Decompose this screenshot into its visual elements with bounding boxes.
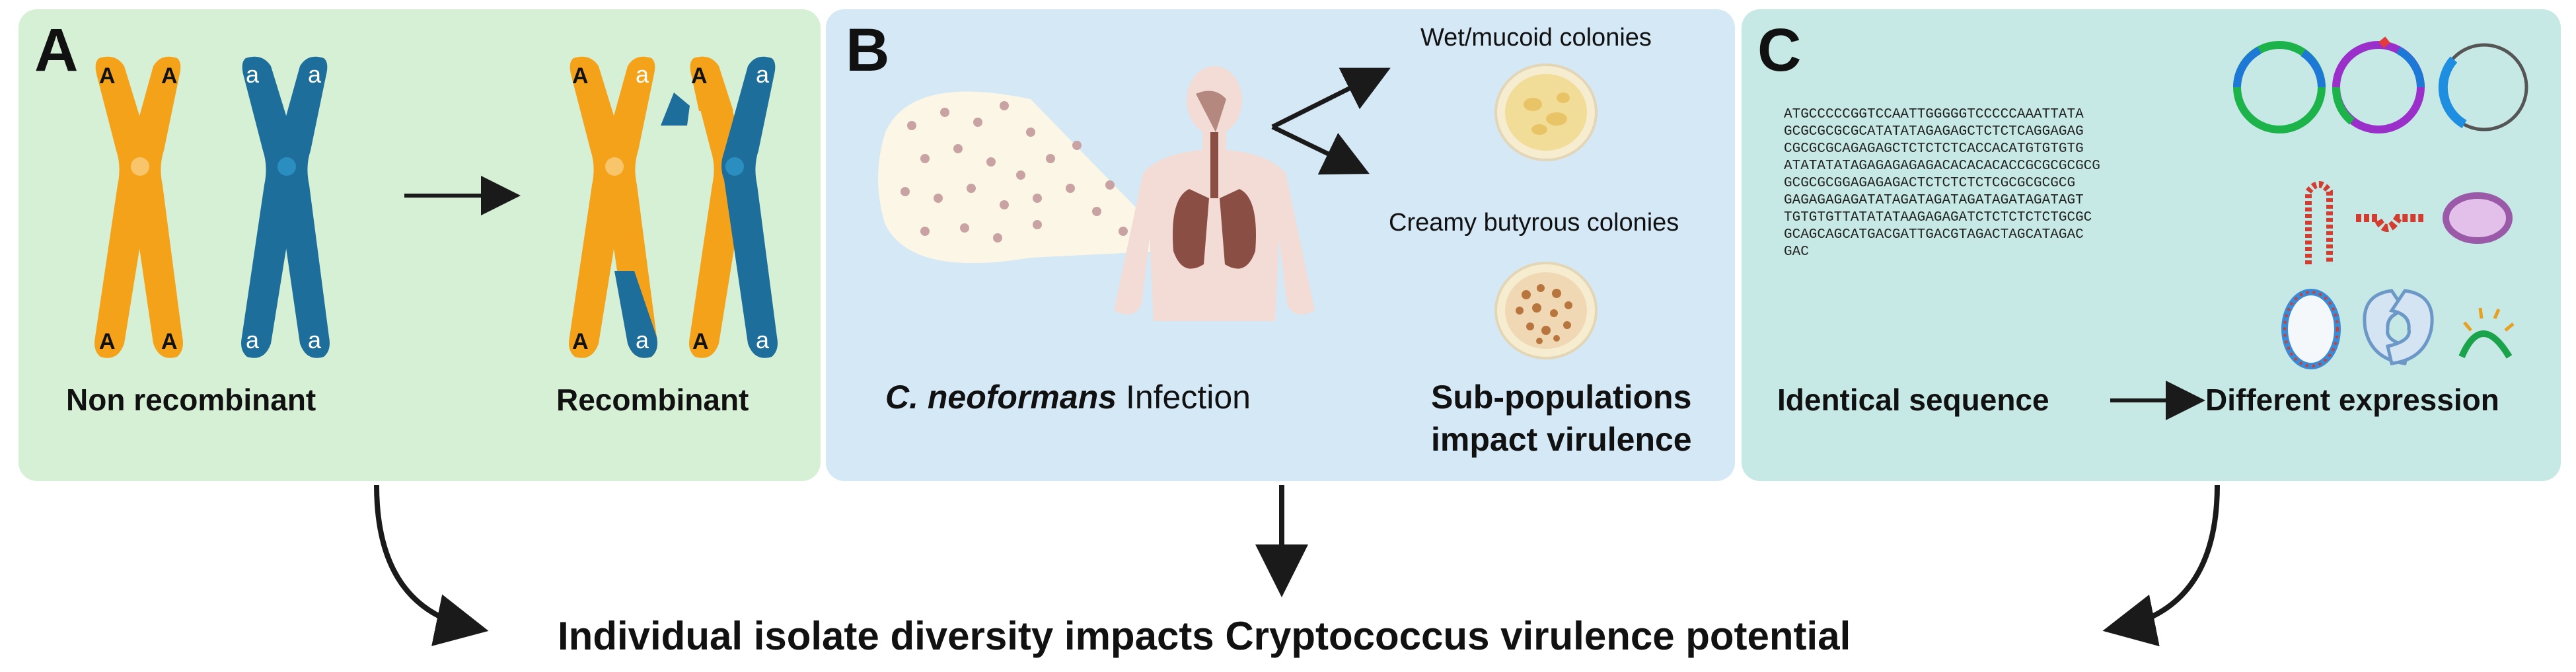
infection-word: Infection — [1125, 379, 1251, 416]
clamp-shape-icon — [2363, 289, 2434, 365]
spore-particles — [901, 101, 1128, 243]
chromosome-orange-2 — [127, 56, 183, 358]
curved-arrow-right — [2102, 484, 2220, 647]
sequence-line: GCAGCAGCATGACGATTGACGTAGACTAGCATAGAC — [1784, 227, 2084, 243]
conclusion-text: Individual isolate diversity impacts Cry… — [558, 614, 1851, 658]
centromere-orange — [131, 157, 149, 176]
panel-b-letter: B — [846, 17, 890, 84]
centromere-recombinant-1 — [605, 157, 624, 176]
curved-arrow-left — [374, 484, 489, 646]
subpopulations-line-2: impact virulence — [1431, 421, 1692, 458]
allele-label: A — [692, 329, 709, 354]
plasmid-icon-green-blue — [2233, 41, 2326, 133]
sequence-line: GAC — [1784, 244, 1809, 260]
allele-label: a — [308, 326, 322, 354]
allele-label: a — [308, 61, 322, 88]
sequence-line: GAGAGAGAGATATAGATAGATAGATAGATAGATAGT — [1784, 193, 2084, 208]
aerosol-cloud — [878, 91, 1175, 264]
butyrous-colonies-label: Creamy butyrous colonies — [1389, 209, 1679, 237]
sequence-line: GCGCGCGGAGAGAGACTCTCTCTCTCGCGCGCGCG — [1784, 176, 2076, 191]
protein-chain-icon — [2356, 214, 2423, 232]
centromere-blue — [277, 157, 296, 176]
allele-label: a — [636, 326, 649, 354]
glycoprotein-icon — [2458, 307, 2515, 359]
sequence-line: ATATATATAGAGAGAGAGACACACACACCGCGCGCGCG — [1784, 159, 2100, 174]
non-recombinant-caption: Non recombinant — [66, 383, 316, 417]
allele-label: A — [572, 63, 589, 89]
branch-arrow-up — [1271, 67, 1391, 130]
plasmid-icon-purple — [2332, 36, 2425, 133]
membrane-vesicle-icon — [2281, 289, 2341, 369]
allele-label: A — [99, 63, 116, 89]
allele-label: A — [572, 329, 589, 354]
human-torso-icon — [1114, 66, 1315, 321]
recombinant-chromosome-2 — [601, 56, 657, 358]
sequence-line: ATGCCCCCGGTCCAATTGGGGGTCCCCCAAATTATA — [1784, 107, 2084, 122]
centromere-recombinant-2 — [725, 157, 744, 176]
butyrous-colony-dish — [1494, 262, 1598, 359]
sequence-line: TGTGTGTTATATATAAGAGAGATCTCTCTCTCTGCGC — [1784, 210, 2092, 225]
recombinant-caption: Recombinant — [556, 383, 749, 417]
recombinant-chromosome-5 — [661, 93, 690, 126]
allele-label: a — [636, 61, 649, 88]
mucoid-colonies-label: Wet/mucoid colonies — [1420, 24, 1652, 52]
hairpin-rna-icon — [2305, 181, 2333, 264]
branch-arrow-down — [1271, 124, 1370, 175]
allele-label: a — [246, 61, 260, 88]
allele-label: A — [691, 63, 708, 89]
sequence-line: CGCGCGCAGAGAGCTCTCTCTCACCACATGTGTGTG — [1784, 141, 2084, 157]
chromosome-blue-2 — [274, 56, 330, 358]
recombinant-chromosome-4 — [721, 56, 778, 358]
plasmid-icon-gray — [2438, 43, 2528, 131]
mucoid-colony-dish — [1494, 63, 1598, 161]
allele-label: a — [756, 61, 770, 88]
infection-caption: C. neoformans Infection — [885, 378, 1251, 416]
allele-label: a — [246, 326, 260, 354]
panel-a-letter: A — [34, 17, 79, 84]
identical-sequence-caption: Identical sequence — [1777, 383, 2049, 417]
subpopulations-line-1: Sub-populations — [1431, 379, 1692, 416]
allele-label: A — [161, 63, 178, 89]
vesicle-icon — [2443, 192, 2513, 244]
allele-label: A — [99, 329, 116, 354]
allele-label: A — [161, 329, 178, 354]
species-name: C. neoformans — [885, 379, 1117, 416]
panel-c-letter: C — [1757, 17, 1802, 84]
sequence-line: GCGCGCGCGCATATATAGAGAGCTCTCTCAGGAGAG — [1784, 124, 2084, 139]
allele-label: a — [756, 326, 770, 354]
different-expression-caption: Different expression — [2205, 383, 2499, 417]
